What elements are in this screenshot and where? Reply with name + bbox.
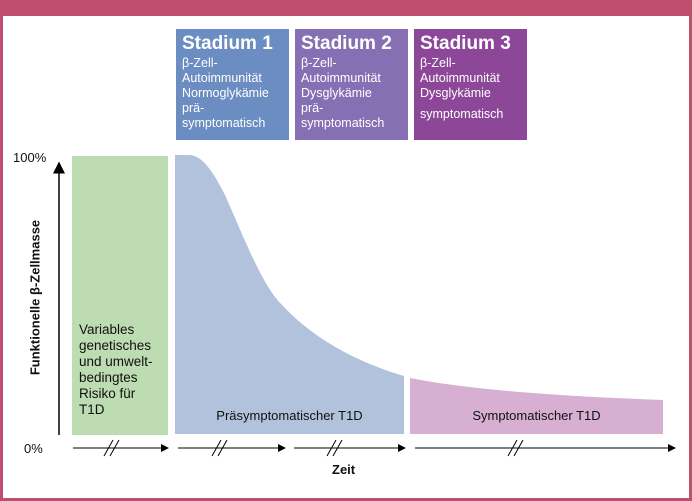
axis-break-marks xyxy=(103,439,524,457)
stage-3-box: Stadium 3 β-Zell- Autoimmunität Dysglykä… xyxy=(414,29,527,140)
stage-2-box: Stadium 2 β-Zell- Autoimmunität Dysglykä… xyxy=(295,29,408,140)
symptomatic-label: Symptomatischer T1D xyxy=(472,408,601,423)
stage-line: symptomatisch xyxy=(301,116,385,130)
y-max-label: 100% xyxy=(13,150,47,165)
stage-line: symptomatisch xyxy=(420,107,504,121)
presymptomatic-region xyxy=(175,155,404,434)
presymptomatic-label: Präsymptomatischer T1D xyxy=(216,408,363,423)
stage-line: prä- xyxy=(301,101,324,115)
stage-line: Autoimmunität xyxy=(420,71,500,85)
x-axis-title: Zeit xyxy=(332,462,356,477)
risk-line: bedingtes xyxy=(79,370,138,385)
stage-title: Stadium 2 xyxy=(301,33,392,54)
stage-line: Normoglykämie xyxy=(182,86,269,100)
risk-line: Variables xyxy=(79,322,135,337)
risk-line: T1D xyxy=(79,402,105,417)
stage-line: Dysglykämie xyxy=(420,86,491,100)
risk-line: genetisches xyxy=(79,338,152,353)
stage-title: Stadium 1 xyxy=(182,33,273,54)
stage-1-box: Stadium 1 β-Zell- Autoimmunität Normogly… xyxy=(176,29,289,140)
time-axis xyxy=(73,439,676,457)
risk-line: und umwelt- xyxy=(79,354,153,369)
stage-line: β-Zell- xyxy=(420,56,456,70)
y-axis-title: Funktionelle β-Zellmasse xyxy=(27,219,43,376)
risk-label: Variables genetisches und umwelt- beding… xyxy=(79,322,153,418)
symptomatic-region xyxy=(410,378,663,434)
stage-line: Dysglykämie xyxy=(301,86,372,100)
stage-line: β-Zell- xyxy=(182,56,218,70)
stage-title: Stadium 3 xyxy=(420,33,511,54)
y-min-label: 0% xyxy=(24,441,43,456)
risk-line: Risiko für xyxy=(79,386,136,401)
stage-line: β-Zell- xyxy=(301,56,337,70)
stage-line: symptomatisch xyxy=(182,116,266,130)
risk-region xyxy=(72,156,168,435)
stage-line: Autoimmunität xyxy=(182,71,262,85)
stage-line: prä- xyxy=(182,101,205,115)
stage-line: Autoimmunität xyxy=(301,71,381,85)
